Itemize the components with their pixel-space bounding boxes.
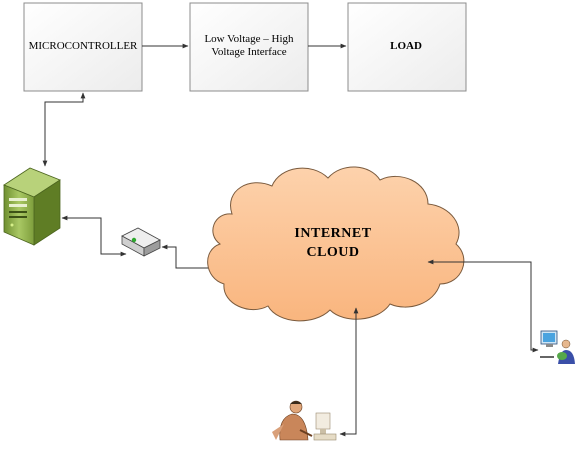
microcontroller-block: MICROCONTROLLER: [23, 2, 143, 92]
connector-cloud-person: [339, 307, 359, 437]
network-router-icon: [121, 227, 161, 257]
interface-block: Low Voltage – High Voltage Interface: [189, 2, 309, 92]
user-at-computer-icon: [540, 330, 575, 364]
connector-micro-server: [42, 92, 86, 167]
cloud-label-line1: INTERNET: [294, 226, 371, 241]
connector-cloud-remote-user: [427, 259, 539, 353]
interface-label-line2: Voltage Interface: [211, 46, 286, 58]
server-tower-icon: [3, 167, 61, 246]
internet-cloud: INTERNET CLOUD: [207, 166, 465, 322]
load-block: LOAD: [347, 2, 467, 92]
person-at-desk-icon: [272, 400, 337, 441]
interface-label-line1: Low Voltage – High: [204, 33, 294, 45]
connector-server-router: [61, 215, 127, 257]
connector-router-cloud: [161, 244, 221, 271]
cloud-label-line2: CLOUD: [306, 245, 359, 260]
load-label: LOAD: [390, 40, 422, 52]
microcontroller-label: MICROCONTROLLER: [29, 40, 138, 52]
